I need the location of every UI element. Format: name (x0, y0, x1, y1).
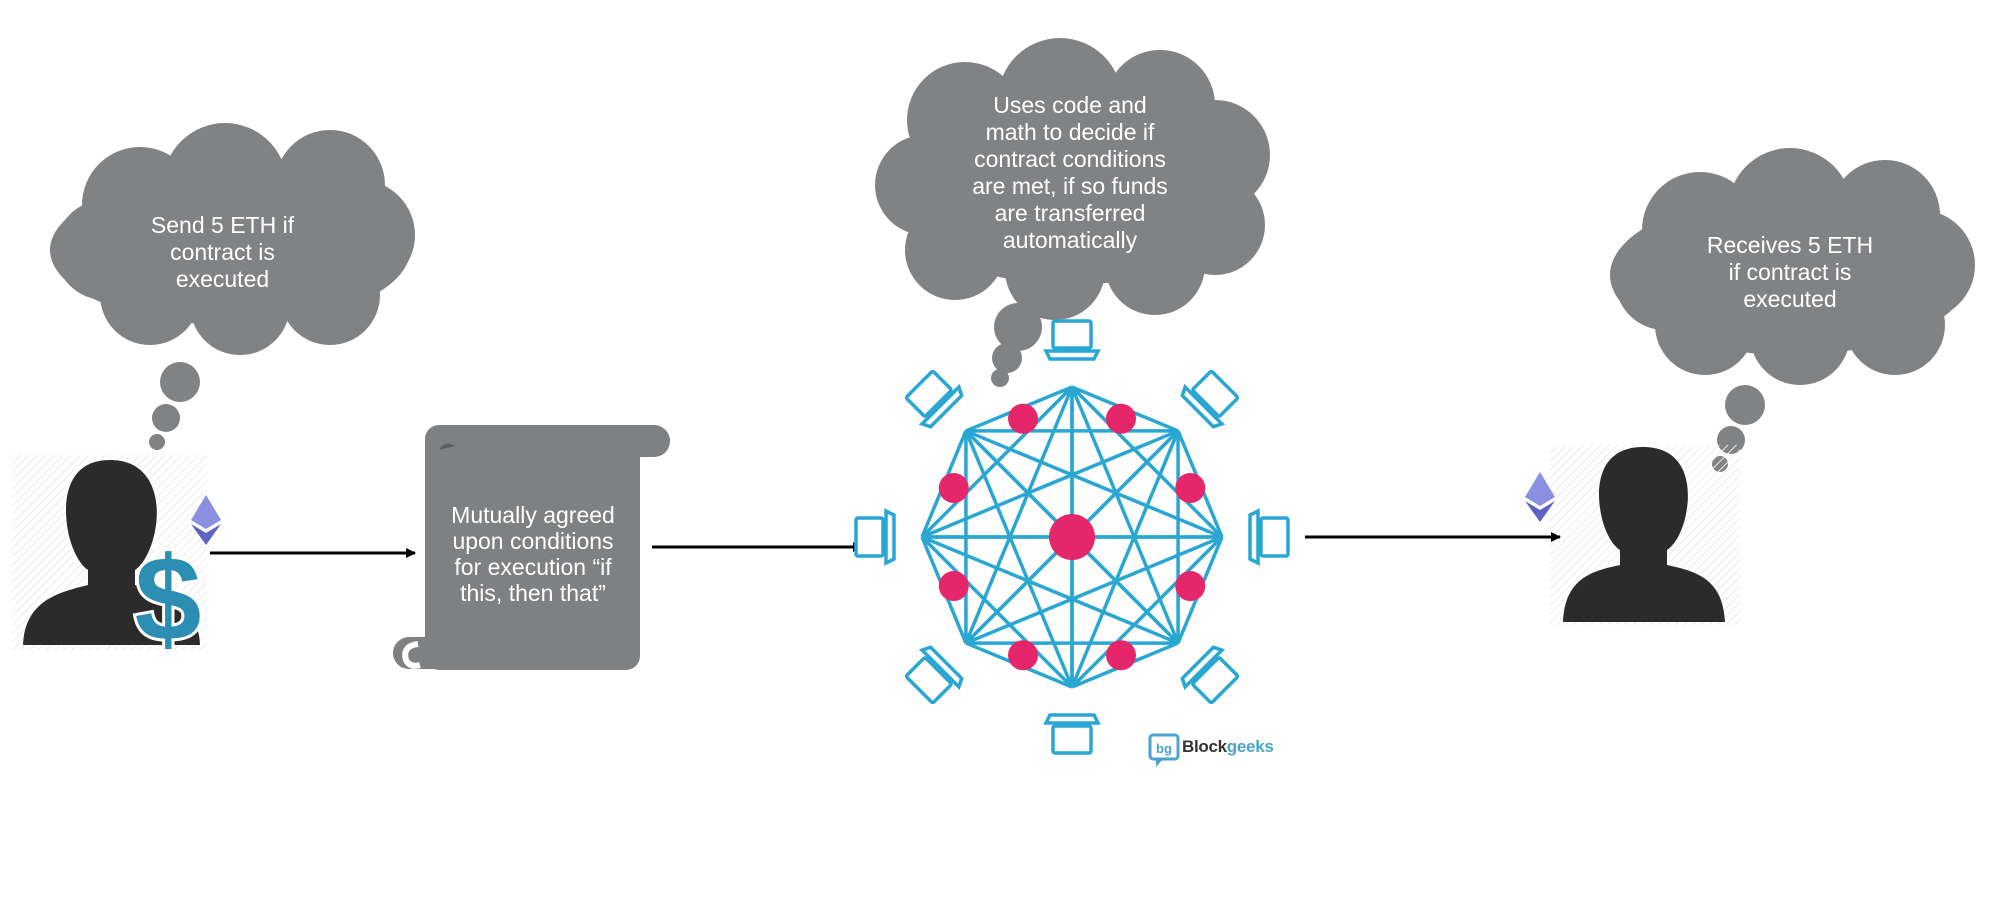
laptop-icon (1043, 713, 1101, 755)
network-thought-text: Uses code and math to decide if contract… (920, 92, 1220, 254)
receiver-thought-cloud (1610, 148, 1975, 472)
receiver-thought-text: Receives 5 ETH if contract is executed (1670, 232, 1910, 313)
network-link (1070, 429, 1180, 539)
network-link (964, 430, 1074, 688)
contract-text-line: for execution “if (454, 554, 612, 580)
network-node-icon (1105, 640, 1136, 671)
sender-person-icon (23, 460, 200, 645)
laptop-screen (1051, 724, 1093, 755)
laptop-icon (1043, 319, 1101, 361)
sender-thought-line: contract is (170, 239, 275, 265)
network-node-icon (1175, 473, 1206, 504)
receiver-thought-line: if contract is (1728, 259, 1852, 285)
laptop-base (1180, 383, 1226, 429)
contract-scroll-icon (393, 425, 670, 670)
network-thought-line: are transferred (994, 200, 1146, 226)
laptop-screen (1051, 319, 1093, 350)
contract-text-line: upon conditions (452, 528, 614, 554)
network-thought-line: are met, if so funds (972, 173, 1168, 199)
laptop-screen (1191, 656, 1240, 705)
laptop-icon (904, 369, 964, 429)
receiver-thought-line: Receives 5 ETH (1706, 232, 1874, 258)
laptop-base (918, 645, 964, 691)
sender-thought-text: Send 5 ETH if contract is executed (120, 212, 325, 293)
laptop-screen (904, 369, 953, 418)
network-node-icon (938, 570, 969, 601)
sender-ethereum-icon (191, 495, 221, 545)
sender-thought-line: Send 5 ETH if (150, 212, 295, 238)
logo-badge-text: bg (1156, 741, 1172, 756)
laptop-icon (904, 645, 964, 705)
network-node-icon (938, 473, 969, 504)
laptop-base (1180, 645, 1226, 691)
laptop-base (1248, 508, 1260, 566)
laptop-icon (1248, 508, 1290, 566)
blockchain-network (854, 319, 1290, 755)
receiver-ethereum-icon (1525, 472, 1555, 522)
network-thought-line: automatically (1002, 227, 1138, 253)
logo-name-dark: Block (1182, 737, 1227, 756)
scroll-curl-bottom (402, 641, 421, 669)
network-link (964, 429, 1074, 539)
network-node-icon (1175, 570, 1206, 601)
laptop-icon (1180, 645, 1240, 705)
contract-text-line: Mutually agreed (451, 502, 615, 528)
laptop-icon (854, 508, 896, 566)
network-link (964, 535, 1074, 645)
network-thought-cloud (875, 38, 1270, 387)
receiver-thought-line: executed (1743, 286, 1837, 312)
dollar-icon: $ (135, 532, 202, 666)
logo-name-light: geeks (1226, 737, 1274, 756)
network-node-icon (1049, 514, 1095, 560)
network-thought-line: contract conditions (974, 146, 1166, 172)
scroll-curl-top (439, 443, 455, 450)
blockgeeks-logo-text: Blockgeeks (1182, 737, 1274, 757)
receiver-person-icon (1563, 447, 1725, 622)
network-link (965, 429, 1223, 539)
laptop-base (1043, 349, 1101, 361)
network-node-icon (1008, 403, 1039, 434)
network-thought-line: math to decide if (985, 119, 1155, 145)
laptop-base (884, 508, 896, 566)
network-link (1070, 535, 1180, 645)
network-node-icon (1105, 403, 1136, 434)
contract-text-line: this, then that” (460, 580, 606, 606)
network-thought-line: Uses code and (993, 92, 1147, 118)
laptop-screen (854, 516, 885, 558)
network-node-icon (1008, 640, 1039, 671)
sender-thought-cloud (50, 123, 415, 450)
blockgeeks-logo-icon: bg (1148, 733, 1180, 767)
laptop-screen (1191, 369, 1240, 418)
laptop-base (918, 383, 964, 429)
laptop-screen (1259, 516, 1290, 558)
sender-thought-line: executed (175, 266, 270, 292)
laptop-screen (904, 656, 953, 705)
contract-text: Mutually agreed upon conditions for exec… (428, 502, 638, 606)
laptop-base (1043, 713, 1101, 725)
laptop-icon (1180, 369, 1240, 429)
